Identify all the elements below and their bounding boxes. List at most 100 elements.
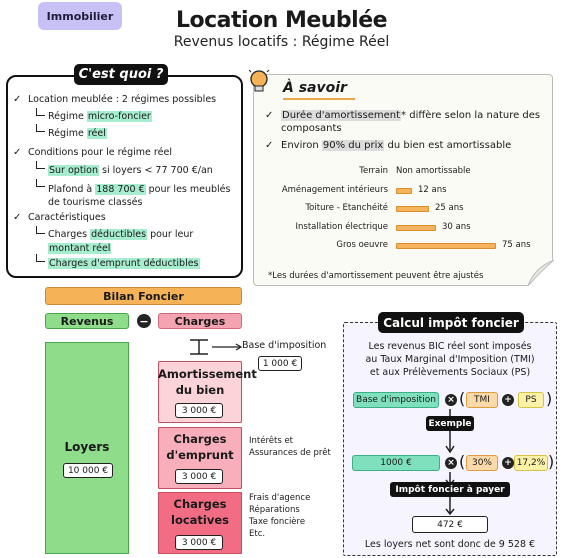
amortissement-label: Aménagement intérieurs bbox=[281, 184, 388, 195]
close-paren-icon: ) bbox=[548, 452, 555, 471]
calcul-title: Calcul impôt foncier bbox=[378, 312, 524, 333]
impot-value: 472 € bbox=[412, 516, 488, 533]
charge-detail: Etc. bbox=[249, 529, 266, 539]
a-savoir-panel bbox=[253, 74, 553, 286]
branch-icon bbox=[36, 254, 45, 262]
arrow-icon bbox=[190, 339, 243, 355]
charge-detail: Réparations bbox=[249, 505, 300, 515]
plus-icon: + bbox=[502, 457, 514, 469]
branch-icon bbox=[36, 124, 45, 132]
times-icon: × bbox=[445, 457, 457, 469]
list-item: Location meublée : 2 régimes possibles bbox=[28, 94, 217, 105]
charge-label: Amortissement bbox=[158, 367, 257, 381]
down-arrow-icon bbox=[445, 497, 455, 515]
branch-icon bbox=[36, 226, 45, 234]
list-item: Caractéristiques bbox=[28, 212, 106, 223]
a-savoir-title: À savoir bbox=[283, 80, 347, 96]
page-title: Location Meublée bbox=[175, 8, 388, 33]
branch-icon bbox=[36, 179, 45, 187]
charge-label: Charges bbox=[173, 432, 227, 446]
list-item: Sur option si loyers < 77 700 €/an bbox=[48, 165, 213, 176]
amortissement-bar bbox=[396, 206, 429, 212]
charge-label: du bien bbox=[175, 383, 225, 397]
charge-detail: Assurances de prêt bbox=[249, 448, 331, 458]
charge-value: 3 000 € bbox=[175, 535, 223, 550]
list-item: Plafond à 188 700 € pour les meublés bbox=[48, 184, 231, 195]
charge-label: Charges bbox=[173, 497, 227, 511]
list-item: montant réel bbox=[48, 243, 112, 254]
charge-detail: Frais d'agence bbox=[249, 493, 311, 503]
minus-icon: − bbox=[137, 314, 151, 328]
down-arrow-icon bbox=[445, 431, 455, 453]
charge-detail: Intérêts et bbox=[249, 436, 294, 446]
example-base: 1000 € bbox=[352, 455, 440, 471]
amortissement-bar bbox=[396, 224, 436, 231]
page-curl-icon bbox=[528, 258, 554, 286]
category-tag: Immobilier bbox=[38, 2, 122, 30]
a-savoir-footnote: *Les durées d'amortissement peuvent être… bbox=[268, 271, 484, 281]
charge-locatives: Charges locatives 3 000 € bbox=[158, 492, 242, 554]
impot-label: Impôt foncier à payer bbox=[390, 482, 510, 497]
charge-label: locatives bbox=[171, 513, 229, 527]
check-icon: ✓ bbox=[265, 110, 274, 121]
base-imposition-label: Base d'imposition bbox=[242, 340, 327, 351]
charge-label: d'emprunt bbox=[166, 448, 234, 462]
branch-icon bbox=[36, 161, 45, 169]
amortissement-value: 12 ans bbox=[418, 184, 447, 195]
amortissement-value: 25 ans bbox=[435, 203, 464, 213]
close-paren-icon: ) bbox=[546, 389, 553, 408]
base-imposition-value: 1 000 € bbox=[258, 356, 302, 371]
amortissement-label: Gros oeuvre bbox=[336, 240, 388, 250]
example-tmi: 30% bbox=[466, 455, 498, 471]
charge-amortissement: Amortissement du bien 3 000 € bbox=[158, 361, 257, 423]
amortissement-value: 30 ans bbox=[442, 221, 471, 232]
revenus-header: Revenus bbox=[45, 313, 129, 329]
amortissement-bar bbox=[396, 243, 496, 249]
list-item: Régime micro-foncier bbox=[48, 111, 152, 122]
a-savoir-point: composants bbox=[281, 123, 342, 134]
formula-ps: PS bbox=[518, 392, 544, 408]
amortissement-label: Terrain bbox=[359, 166, 388, 176]
charge-detail: Taxe foncière bbox=[249, 517, 306, 527]
list-item: Conditions pour le régime réel bbox=[28, 147, 172, 158]
check-icon: ✓ bbox=[265, 140, 274, 151]
cest-quoi-title: C'est quoi ? bbox=[74, 64, 168, 85]
list-item: Charges d'emprunt déductibles bbox=[48, 258, 200, 269]
bilan-foncier-header: Bilan Foncier bbox=[45, 287, 242, 305]
list-item: Régime réel bbox=[48, 128, 107, 139]
plus-icon: + bbox=[502, 394, 514, 406]
loyers-block bbox=[45, 342, 129, 554]
branch-icon bbox=[36, 108, 45, 116]
exemple-label: Exemple bbox=[426, 416, 474, 431]
open-paren-icon: ( bbox=[459, 452, 466, 471]
list-item: Charges déductibles pour leur bbox=[48, 229, 194, 240]
amortissement-bar bbox=[396, 187, 412, 194]
title-underline bbox=[283, 98, 355, 100]
calcul-intro: au Taux Marginal d'Imposition (TMI) bbox=[365, 354, 535, 365]
a-savoir-point: Environ 90% du prix du bien est amortiss… bbox=[281, 140, 512, 151]
check-icon: ✓ bbox=[13, 147, 22, 158]
formula-tmi: TMI bbox=[466, 392, 498, 408]
lightbulb-icon bbox=[248, 69, 270, 92]
check-icon: ✓ bbox=[13, 94, 22, 105]
charge-value: 3 000 € bbox=[175, 403, 223, 418]
check-icon: ✓ bbox=[13, 212, 22, 223]
open-paren-icon: ( bbox=[459, 389, 466, 408]
amortissement-label: Installation électrique bbox=[295, 221, 388, 232]
a-savoir-point: Durée d'amortissement* diffère selon la … bbox=[281, 110, 541, 121]
calcul-intro: Les revenus BIC réel sont imposés bbox=[368, 341, 532, 352]
example-ps: 17,2% bbox=[514, 455, 548, 471]
page-subtitle: Revenus locatifs : Régime Réel bbox=[173, 34, 390, 50]
amortissement-value: 75 ans bbox=[502, 240, 531, 250]
charges-header: Charges bbox=[158, 313, 242, 329]
loyers-label: Loyers bbox=[64, 440, 110, 454]
amortissement-value: Non amortissable bbox=[396, 166, 471, 176]
amortissement-label: Toiture - Etanchéité bbox=[305, 203, 388, 213]
calcul-conclusion: Les loyers net sont donc de 9 528 € bbox=[364, 539, 536, 550]
times-icon: × bbox=[445, 394, 457, 406]
calcul-intro: et aux Prélèvements Sociaux (PS) bbox=[369, 367, 531, 378]
charge-emprunt: Charges d'emprunt 3 000 € bbox=[158, 427, 242, 489]
loyers-value: 10 000 € bbox=[63, 463, 113, 478]
list-item: de tourisme classés bbox=[48, 197, 143, 208]
charge-value: 3 000 € bbox=[175, 469, 223, 484]
